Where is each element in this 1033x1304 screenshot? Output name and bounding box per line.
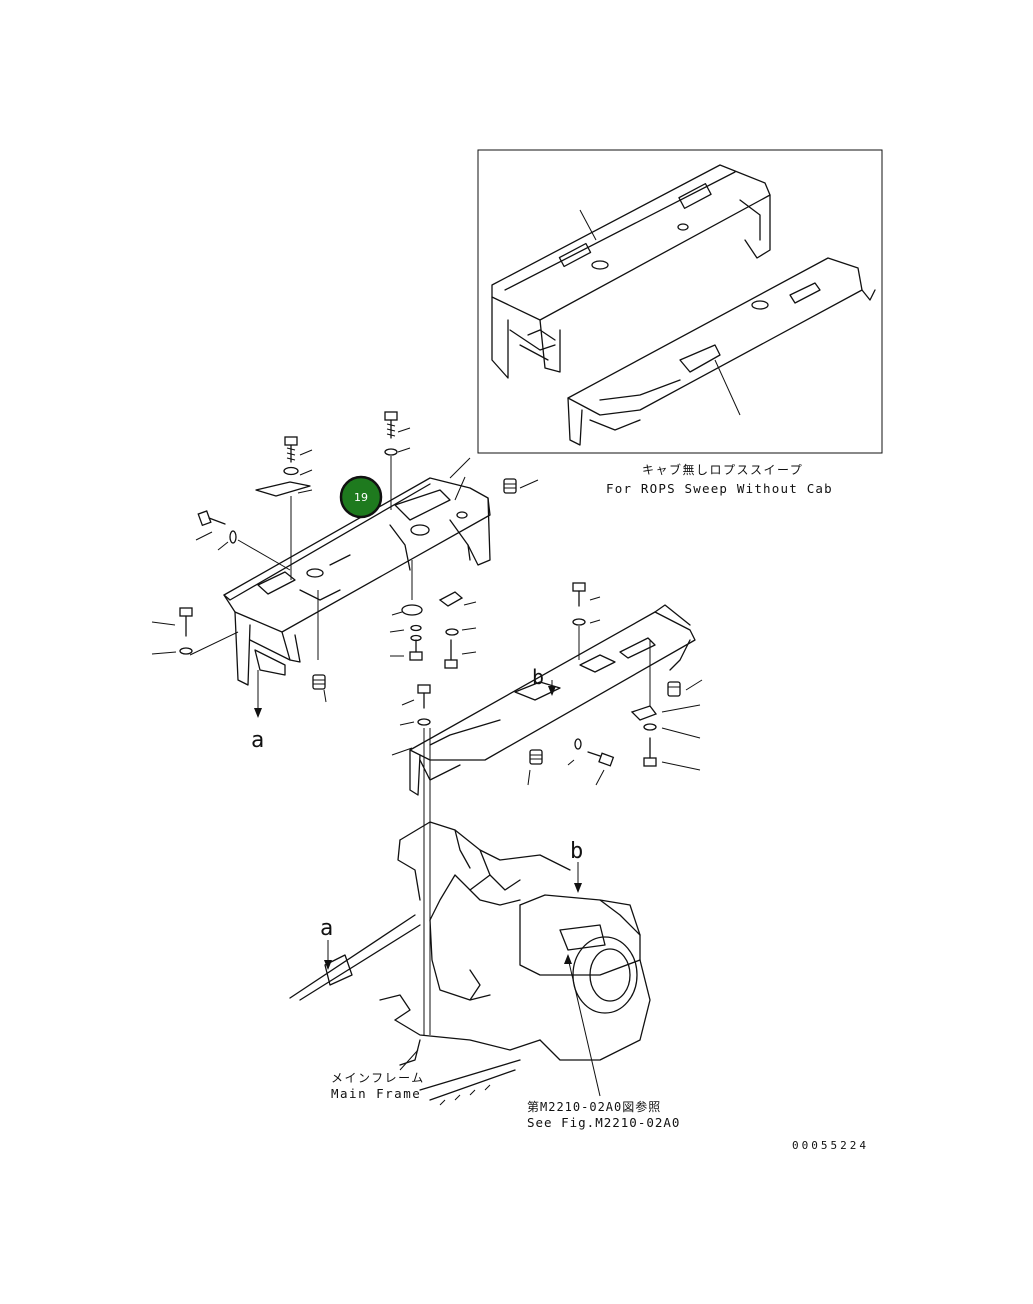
rubber-mount-icon [312, 674, 326, 690]
reference-leader [399, 954, 601, 1097]
bolt-icon [409, 639, 423, 661]
bolt-icon [444, 639, 458, 669]
bracket-icon [438, 591, 464, 607]
washer-icon [283, 466, 299, 476]
washer-icon [643, 723, 657, 731]
inset-caption-jp: キャブ無しロプススイープ [642, 462, 803, 477]
rubber-mount-icon [667, 681, 681, 697]
hotspot-number[interactable]: 19 [354, 491, 368, 504]
side-bolt-icon [587, 751, 615, 767]
washer-icon [445, 628, 459, 636]
bolt-icon [643, 737, 657, 767]
drawing-number: 00055224 [792, 1139, 869, 1152]
inset-upper-guard [491, 164, 771, 379]
arrow-a-lower: a [320, 916, 333, 970]
washer-icon [410, 624, 422, 632]
hotspot-marker-icon[interactable] [339, 475, 383, 519]
bolt-icon [417, 684, 431, 709]
bracket-icon [630, 705, 658, 721]
rubber-mount-icon [529, 749, 543, 765]
upper-hardware [151, 411, 539, 703]
washer-icon [179, 647, 193, 655]
part-hotspot-19[interactable]: 19 [339, 475, 383, 519]
inset-caption-en: For ROPS Sweep Without Cab [606, 481, 833, 496]
arrow-b-upper: b [532, 665, 556, 696]
view-letter-a-upper: a [251, 728, 264, 753]
rubber-mount-icon [503, 478, 517, 494]
washer-icon [384, 448, 398, 456]
main-frame-label-jp: メインフレーム [331, 1071, 425, 1085]
arrow-b-lower: b [570, 839, 583, 893]
bolt-icon [384, 411, 398, 439]
view-letter-b-upper: b [532, 665, 544, 689]
bolt-icon [284, 436, 298, 463]
main-frame [289, 821, 651, 1106]
reference-label-jp: 第M2210-02A0図参照 [527, 1099, 661, 1114]
reference-label-en: See Fig.M2210-02A0 [527, 1115, 680, 1130]
shim-plate-icon [255, 481, 311, 497]
main-frame-label-en: Main Frame [331, 1086, 421, 1101]
view-letter-b-lower: b [570, 839, 583, 864]
inset-sweep-member [567, 257, 876, 446]
rops-guard-frame [223, 476, 491, 686]
inset-rops-sweep-view: キャブ無しロプススイープ For ROPS Sweep Without Cab [477, 149, 883, 496]
side-bolt-icon [197, 510, 226, 527]
view-letter-a-lower: a [320, 916, 333, 941]
washer-icon [417, 718, 431, 726]
washer-icon [572, 618, 586, 626]
bolt-icon [572, 582, 586, 607]
plate-icon [401, 604, 423, 616]
lower-hardware [391, 582, 703, 1035]
washer-icon [229, 530, 237, 544]
arrow-a-upper: a [251, 670, 264, 753]
bolt-icon [179, 607, 193, 637]
